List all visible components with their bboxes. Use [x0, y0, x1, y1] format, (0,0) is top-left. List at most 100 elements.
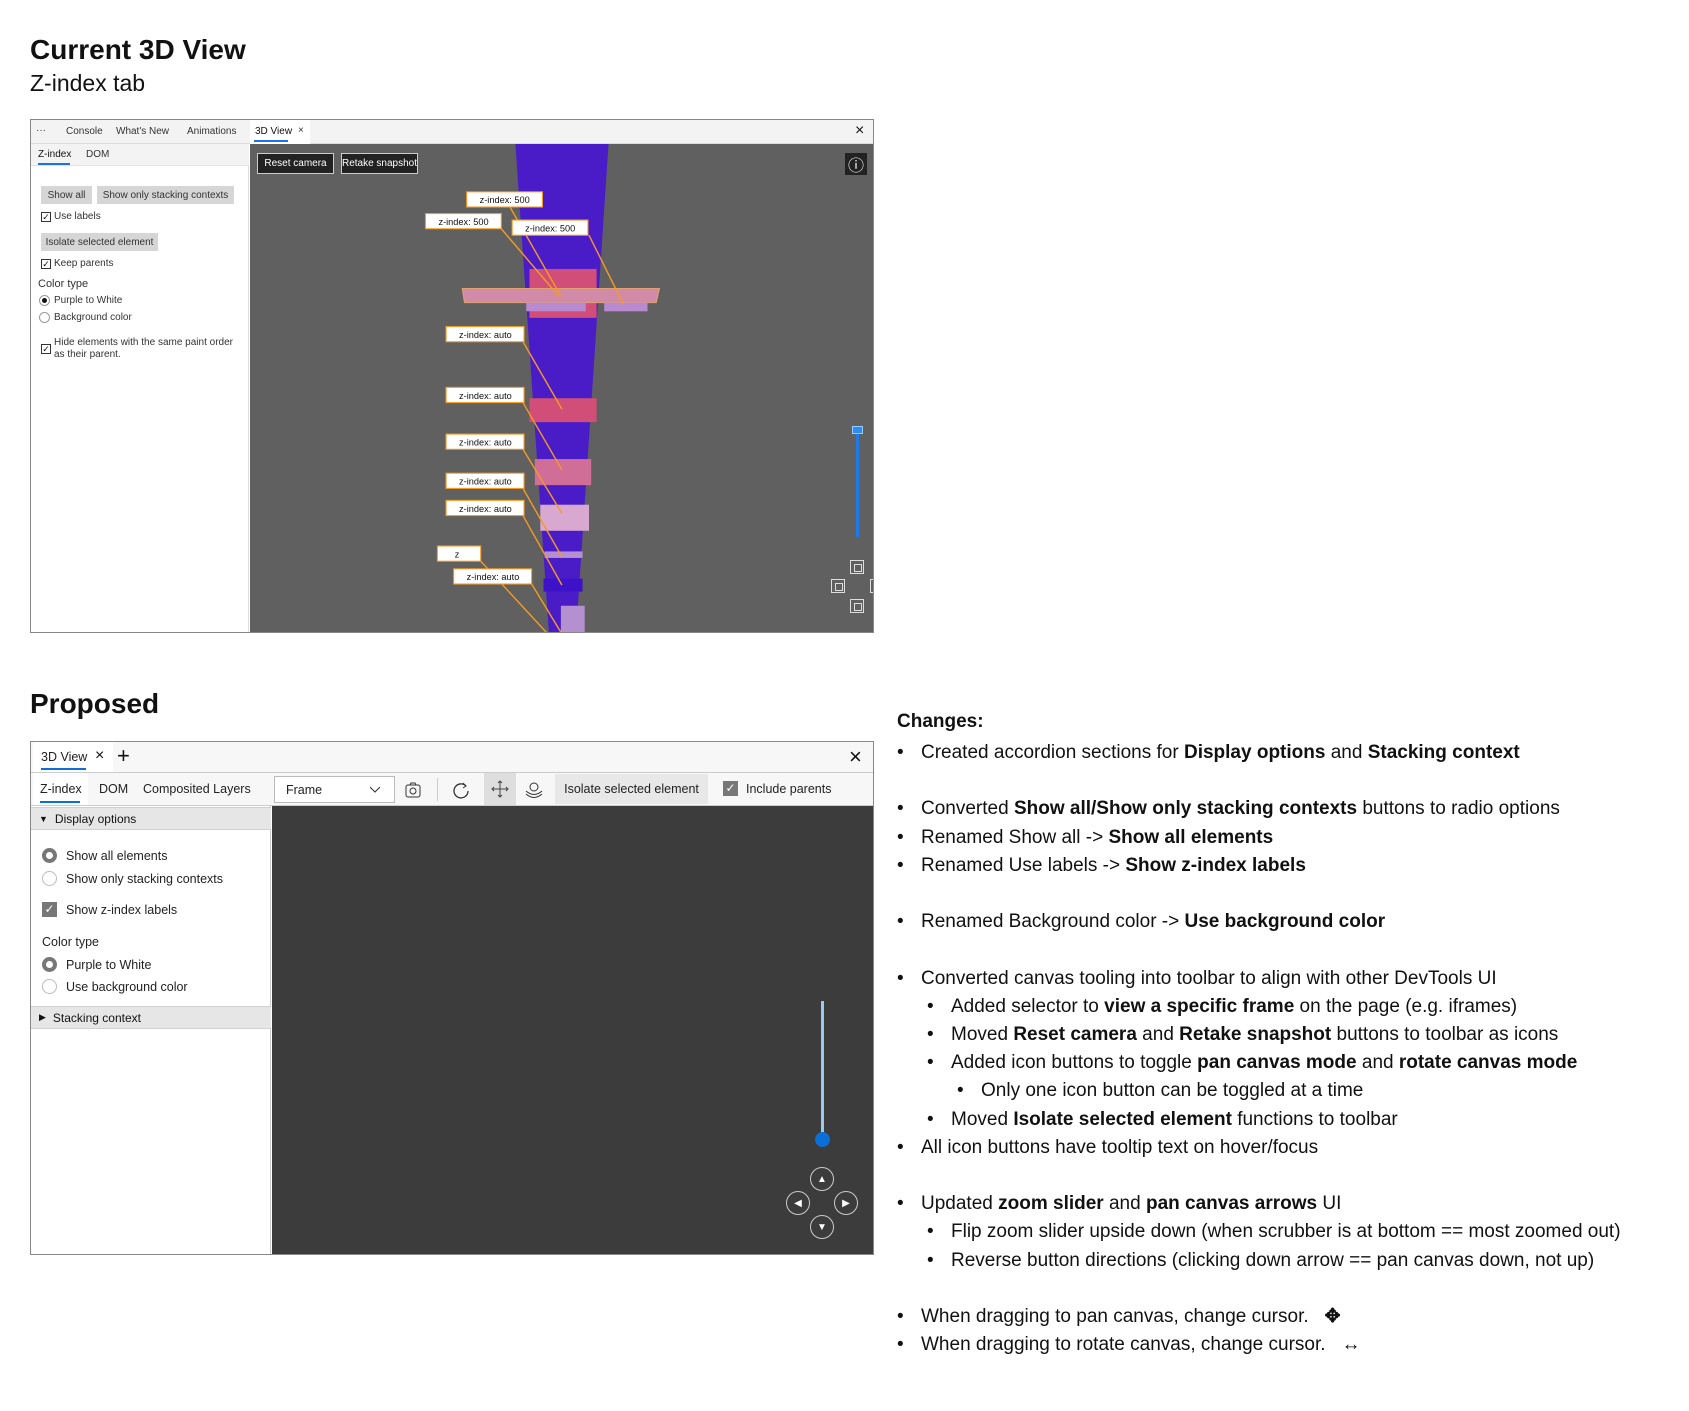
pan-up-button[interactable]: ▲	[810, 1167, 834, 1191]
close-tab-icon[interactable]: ×	[298, 125, 304, 136]
add-tab-icon[interactable]: +	[117, 743, 130, 768]
text: When dragging to rotate canvas, change c…	[921, 1334, 1326, 1356]
z-index-label-box	[424, 212, 502, 230]
purple-to-white-radio[interactable]	[42, 957, 57, 972]
change-item: •Only one icon button can be toggled at …	[897, 1077, 1363, 1105]
current-subtitle: Z-index tab	[30, 70, 146, 96]
arrow-up-icon: ▲	[817, 1173, 827, 1185]
subtab-z-index[interactable]: Z-index	[38, 149, 72, 160]
close-icon[interactable]: ×	[855, 122, 865, 139]
background-color-radio[interactable]	[39, 312, 50, 323]
z-index-label: z-index: auto	[459, 391, 512, 401]
active-tab-indicator	[254, 140, 288, 142]
change-item: •Moved Reset camera and Retake snapshot …	[897, 1021, 1558, 1049]
text: All icon buttons have tooltip text on ho…	[921, 1136, 1319, 1158]
stacking-context-accordion[interactable]: ▶ Stacking context	[31, 1006, 271, 1029]
caret-down-icon: ▼	[39, 813, 48, 824]
pan-left-button[interactable]	[831, 579, 845, 593]
more-tabs-button[interactable]: ···	[36, 125, 46, 136]
zoom-slider-thumb[interactable]	[852, 426, 863, 434]
isolate-selected-element-button[interactable]: Isolate selected element	[41, 233, 158, 251]
zoom-slider-thumb[interactable]	[815, 1132, 830, 1147]
display-options-accordion[interactable]: ▼ Display options	[31, 807, 271, 830]
tab-3d-view[interactable]: 3D View ×	[250, 120, 310, 144]
tab-console[interactable]: Console	[66, 126, 103, 137]
purple-to-white-label: Purple to White	[54, 295, 123, 306]
bold-text: pan canvas arrows	[1145, 1193, 1318, 1215]
color-type-heading: Color type	[38, 278, 89, 290]
pan-mode-toggle[interactable]	[484, 773, 516, 805]
background-color-label: Background color	[54, 312, 132, 323]
subtab-composited-layers[interactable]: Composited Layers	[143, 782, 251, 796]
pan-right-button[interactable]: ▶	[834, 1191, 858, 1215]
z-index-label-box	[445, 386, 525, 404]
accordion-label: Stacking context	[52, 1010, 141, 1025]
rotate-icon[interactable]	[523, 779, 545, 801]
bullet: •	[897, 911, 904, 933]
bullet: •	[927, 1221, 934, 1243]
pan-left-button[interactable]: ◀	[786, 1191, 810, 1215]
z-index-label: z-index: auto	[467, 572, 520, 582]
tab-whats-new[interactable]: What's New	[116, 126, 170, 137]
zoom-slider[interactable]	[815, 1001, 830, 1147]
text: Updated	[921, 1193, 999, 1215]
bold-text: Reset camera	[1013, 1024, 1137, 1045]
change-item: •Renamed Background color -> Use backgro…	[897, 908, 1385, 936]
isolate-selected-element-button[interactable]: Isolate selected element	[555, 774, 708, 804]
refresh-icon[interactable]	[451, 780, 471, 800]
show-stacking-contexts-button[interactable]: Show only stacking contexts	[97, 186, 234, 204]
camera-icon[interactable]	[403, 780, 423, 800]
close-tab-icon[interactable]: ×	[95, 747, 105, 764]
tab-animations[interactable]: Animations	[187, 126, 237, 137]
change-item: •Added selector to view a specific frame…	[897, 993, 1517, 1021]
pan-down-button[interactable]: ▼	[810, 1215, 834, 1239]
use-background-color-radio[interactable]	[42, 979, 57, 994]
keep-parents-label: Keep parents	[54, 258, 114, 269]
bullet: •	[897, 854, 904, 876]
show-all-elements-radio[interactable]	[42, 848, 57, 863]
bullet: •	[897, 1136, 904, 1158]
purple-to-white-radio[interactable]	[39, 295, 50, 306]
sidebar: ▼ Display options Show all elements Show…	[31, 806, 271, 1254]
pan-up-button[interactable]	[850, 560, 864, 574]
pan-right-button[interactable]	[870, 579, 873, 593]
show-z-index-labels-checkbox[interactable]: ✓	[42, 902, 57, 917]
show-all-button[interactable]: Show all	[41, 186, 92, 204]
include-parents-checkbox[interactable]: ✓	[723, 781, 738, 796]
subtab-label: Z-index	[40, 782, 82, 796]
frame-select[interactable]: Frame	[274, 776, 395, 803]
retake-snapshot-button[interactable]: Retake snapshot	[341, 153, 418, 174]
subtab-z-index[interactable]: Z-index	[33, 773, 88, 805]
reset-camera-button[interactable]: Reset camera	[257, 153, 334, 174]
zoom-slider[interactable]	[852, 426, 863, 537]
subtab-dom[interactable]: DOM	[86, 149, 110, 160]
show-stacking-contexts-radio[interactable]	[42, 871, 57, 886]
info-icon[interactable]: ⓘ	[845, 153, 867, 175]
bullet: •	[927, 1052, 934, 1074]
show-z-index-labels-label: Show z-index labels	[66, 903, 178, 917]
3d-canvas[interactable]: ▲ ◀ ▶ ▼	[272, 806, 873, 1254]
z-index-label-box	[445, 325, 525, 343]
active-subtab-indicator	[40, 801, 80, 803]
text: Moved	[951, 1024, 1014, 1045]
text: and	[1325, 742, 1368, 763]
pan-down-button[interactable]	[850, 599, 864, 613]
tab-3d-view[interactable]: 3D View ×	[33, 742, 113, 772]
tab-bar: ··· Console What's New Animations 3D Vie…	[31, 120, 873, 144]
text: Flip zoom slider upside down (when scrub…	[951, 1221, 1621, 1243]
text: Renamed Show all ->	[921, 826, 1109, 848]
subtab-bar: Z-index DOM	[31, 144, 249, 166]
hide-elements-checkbox[interactable]: ✓	[41, 344, 51, 354]
subtab-dom[interactable]: DOM	[99, 782, 129, 796]
use-labels-checkbox[interactable]: ✓	[41, 212, 51, 222]
bold-text: Show all elements	[1108, 826, 1274, 848]
close-icon[interactable]: ×	[849, 744, 862, 769]
tab-label: 3D View	[41, 750, 88, 764]
z-index-label: z	[455, 549, 460, 559]
bold-text: pan canvas mode	[1197, 1052, 1357, 1074]
change-item: •When dragging to rotate canvas, change …	[897, 1331, 1361, 1359]
keep-parents-checkbox[interactable]: ✓	[41, 259, 51, 269]
change-item: •Updated zoom slider and pan canvas arro…	[897, 1190, 1341, 1218]
